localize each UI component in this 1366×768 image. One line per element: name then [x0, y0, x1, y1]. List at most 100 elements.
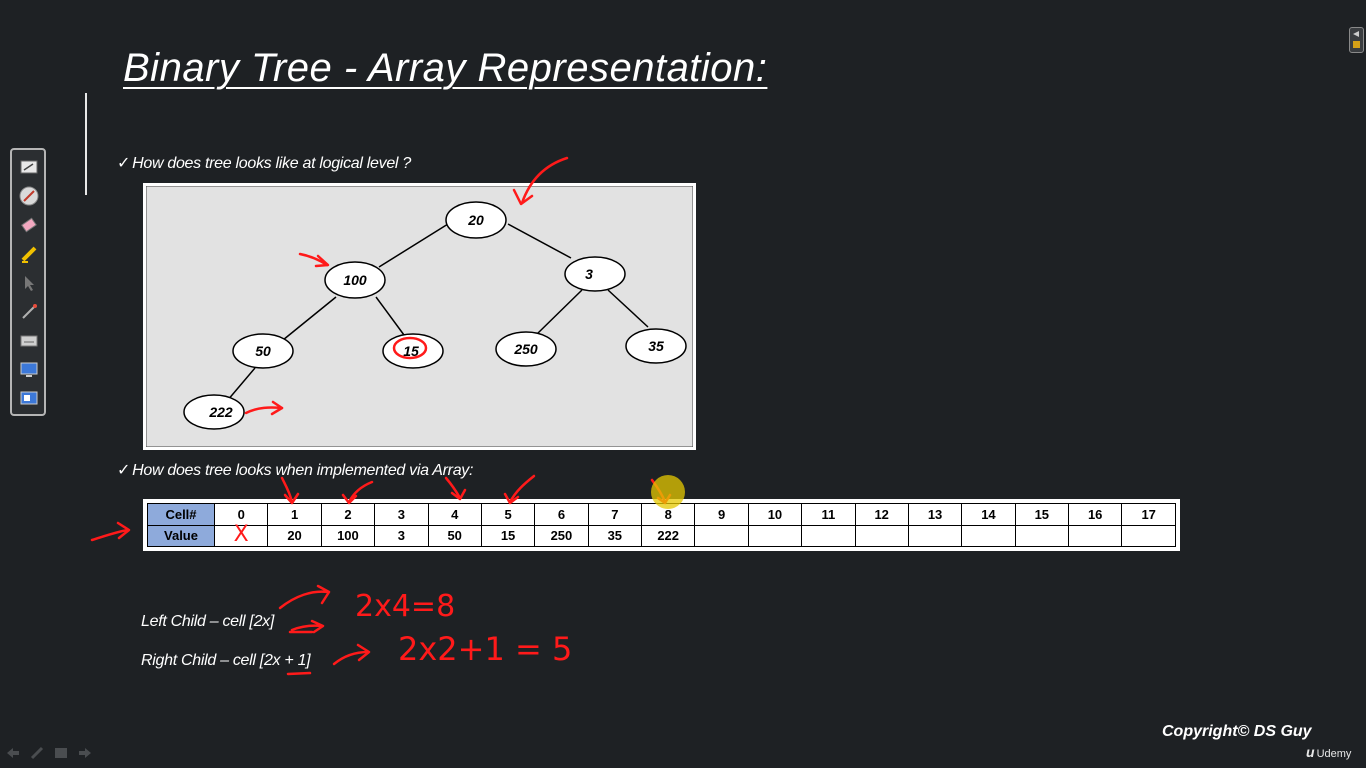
- cell-value: [747, 524, 803, 547]
- slide-icon[interactable]: [19, 157, 39, 177]
- previous-slide-icon[interactable]: [4, 744, 22, 762]
- tree-node-250: 250: [495, 331, 557, 367]
- cell-value: 100: [320, 524, 376, 547]
- tree-svg: 20 100 3 50 15 250 35 222: [146, 186, 693, 447]
- cell-index: 8: [640, 503, 696, 526]
- handwritten-calc-1: 2x4=8: [355, 589, 455, 624]
- arrowhead-icon: [450, 488, 467, 501]
- annotation-toolbar: [10, 148, 46, 416]
- edge-3-35: [607, 289, 649, 328]
- udemy-brand: Udemy: [1316, 748, 1352, 760]
- tree-node-222: 222: [183, 394, 245, 430]
- exit-icon[interactable]: [19, 389, 39, 409]
- edge-50-222: [226, 367, 256, 402]
- cell-index: 13: [907, 503, 963, 526]
- arrowhead-icon: [116, 521, 131, 540]
- cell-value: [1067, 524, 1123, 547]
- slideshow-nav: [4, 744, 94, 762]
- cell-value: 50: [427, 524, 482, 547]
- highlighter-icon[interactable]: [19, 244, 39, 264]
- tree-diagram: 20 100 3 50 15 250 35 222: [143, 183, 696, 450]
- keyboard-icon[interactable]: [19, 331, 39, 351]
- eraser-icon[interactable]: [19, 215, 39, 235]
- arrow-left-child: [278, 590, 330, 610]
- check-icon: ✓: [117, 462, 131, 479]
- arrow-right-child: [332, 650, 370, 666]
- node-label: 222: [208, 404, 233, 420]
- cell-index: 3: [374, 503, 429, 526]
- row-header-cell: Cell#: [147, 503, 215, 526]
- slide-menu-icon[interactable]: [52, 744, 70, 762]
- cell-index: 12: [854, 503, 909, 526]
- cell-index: 17: [1121, 503, 1176, 526]
- tree-node-100: 100: [324, 261, 386, 299]
- edge-3-250: [536, 289, 583, 335]
- arrowhead-icon: [316, 584, 331, 605]
- cell-index: 2: [320, 503, 376, 526]
- copyright-text: Copyright© DS Guy: [1162, 723, 1312, 740]
- cell-value: 20: [267, 524, 322, 547]
- cell-index: 11: [801, 503, 856, 526]
- cell-index: 14: [961, 503, 1016, 526]
- edge-20-100: [378, 223, 449, 268]
- pen-icon[interactable]: [19, 186, 39, 206]
- pointer-icon[interactable]: [19, 273, 39, 293]
- cell-value: [1121, 524, 1176, 547]
- cell-index: 1: [267, 503, 322, 526]
- handwritten-calc-2: 2x2+1 = 5: [398, 630, 572, 668]
- node-label: 100: [343, 272, 367, 288]
- cell-value: 250: [534, 524, 589, 547]
- cell-value: 35: [587, 524, 643, 547]
- cell-value: [801, 524, 856, 547]
- node-label: 20: [467, 212, 484, 228]
- edge-100-15: [375, 296, 405, 336]
- tree-node-50: 50: [232, 333, 294, 369]
- arrowhead-icon: [310, 619, 325, 634]
- tree-node-20: 20: [445, 201, 507, 239]
- divider-line: [85, 93, 87, 195]
- screen-icon[interactable]: [19, 360, 39, 380]
- cell-index: 9: [694, 503, 749, 526]
- corner-widget-icon[interactable]: [1349, 27, 1364, 53]
- cell-value: 3: [374, 524, 429, 547]
- arrow-cell-4: [444, 476, 462, 500]
- pen-menu-icon[interactable]: [28, 744, 46, 762]
- edge-20-3: [507, 223, 572, 259]
- row-header-value: Value: [147, 524, 215, 547]
- cell-value: [854, 524, 909, 547]
- node-label: 35: [648, 338, 664, 354]
- udemy-mark-icon: u: [1306, 744, 1315, 760]
- check-icon: ✓: [117, 155, 131, 172]
- cell-value: [1014, 524, 1070, 547]
- handwritten-x-mark: X: [233, 521, 249, 547]
- left-child-formula: Left Child – cell [2x]: [141, 613, 275, 630]
- cell-value: [907, 524, 963, 547]
- bullet-array-impl-text: How does tree looks when implemented via…: [132, 462, 474, 479]
- cell-value: X: [213, 521, 269, 547]
- bullet-logical-level: ✓How does tree looks like at logical lev…: [117, 153, 411, 173]
- node-label: 3: [585, 266, 593, 282]
- cell-value: 222: [640, 524, 696, 547]
- slide-title: Binary Tree - Array Representation:: [123, 46, 768, 90]
- next-slide-icon[interactable]: [76, 744, 94, 762]
- edge-100-50: [282, 296, 337, 341]
- cell-index: 16: [1067, 503, 1123, 526]
- cell-index: 10: [747, 503, 803, 526]
- laser-icon[interactable]: [19, 302, 39, 322]
- cell-value: 15: [480, 524, 536, 547]
- node-label: 50: [255, 343, 271, 359]
- tree-node-15: 15: [382, 333, 444, 369]
- tree-node-35: 35: [625, 328, 687, 364]
- node-label: 15: [403, 343, 419, 359]
- arrowhead-icon: [356, 643, 371, 662]
- arrow-value-row: [90, 528, 130, 542]
- underline-plus: [286, 671, 312, 676]
- bullet-logical-level-text: How does tree looks like at logical leve…: [132, 155, 411, 172]
- bullet-array-impl: ✓How does tree looks when implemented vi…: [117, 460, 473, 480]
- tree-node-3: 3: [564, 256, 626, 292]
